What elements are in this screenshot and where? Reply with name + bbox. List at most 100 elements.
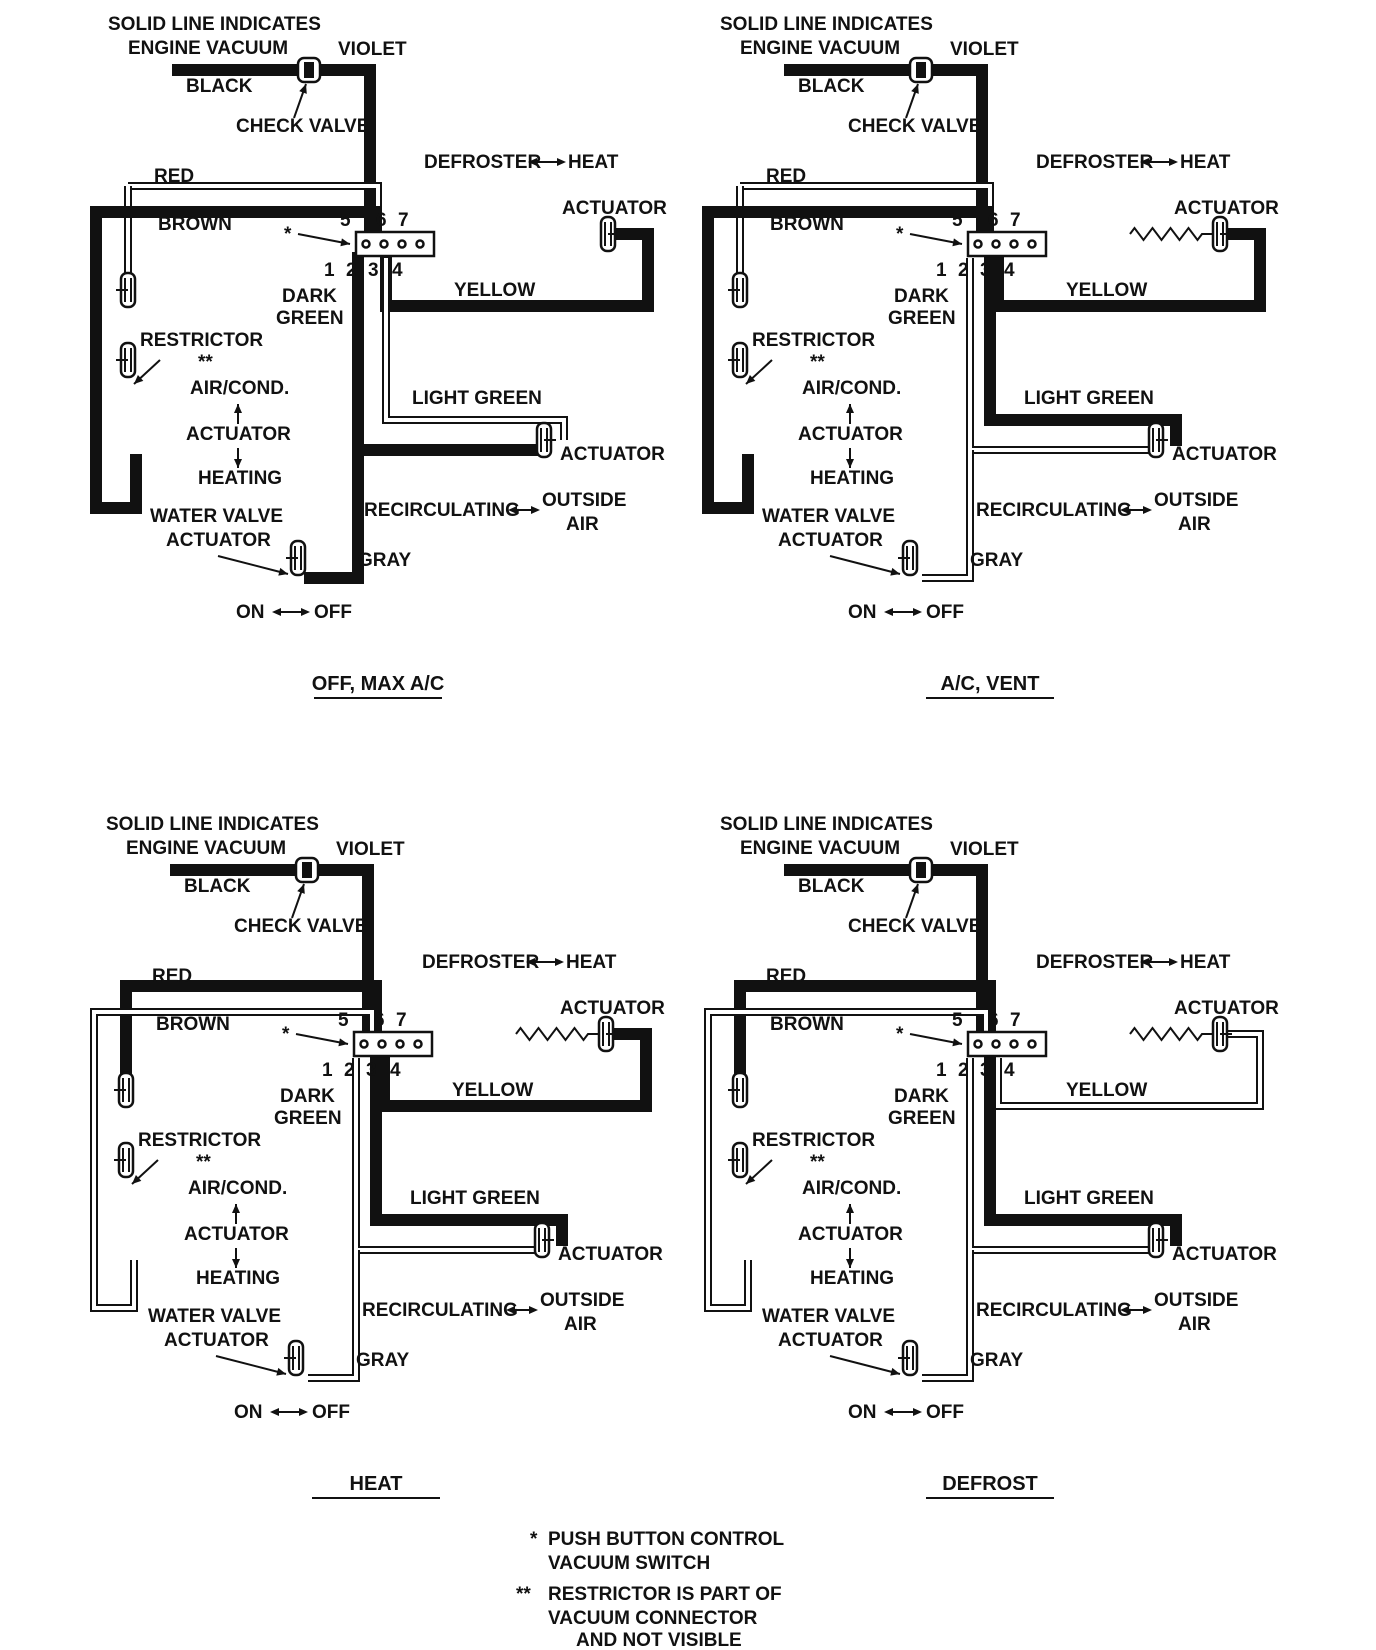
footnote-2-line-2: VACUUM CONNECTOR xyxy=(548,1608,758,1629)
red-label: RED xyxy=(766,166,806,187)
legend-line-1: SOLID LINE INDICATES xyxy=(720,814,933,835)
recirc-label: RECIRCULATING xyxy=(362,1300,518,1321)
violet-label: VIOLET xyxy=(950,839,1019,860)
light-green-line xyxy=(984,1052,1182,1246)
check-valve-label: CHECK VALVE xyxy=(848,916,981,937)
black-label: BLACK xyxy=(184,876,251,897)
heating-label: HEATING xyxy=(810,1268,894,1289)
legend-line-1: SOLID LINE INDICATES xyxy=(108,14,321,35)
gray-label: GRAY xyxy=(356,1350,409,1371)
outside-label-1: OUTSIDE xyxy=(1154,1290,1238,1311)
defroster-label: DEFROSTER xyxy=(422,952,539,973)
red-label: RED xyxy=(154,166,194,187)
restrictor-connector xyxy=(114,1071,135,1109)
vacuum-lines xyxy=(702,64,1266,582)
port-5: 5 xyxy=(952,210,963,231)
port-1: 1 xyxy=(322,1060,333,1081)
check-valve xyxy=(296,56,322,84)
air-cond-label: AIR/COND. xyxy=(190,378,289,399)
recirc-arrow xyxy=(1120,506,1152,514)
on-off-arrow xyxy=(884,1408,922,1416)
air-cond-arrow xyxy=(846,1204,854,1224)
restrictor-marker: ** xyxy=(810,1152,825,1173)
push-button-vacuum-switch xyxy=(352,1030,434,1058)
violet-label: VIOLET xyxy=(338,39,407,60)
light-green-line xyxy=(984,252,1182,446)
restrictor-label: RESTRICTOR xyxy=(140,330,263,351)
water-valve-label-2: ACTUATOR xyxy=(164,1330,269,1351)
dark-green-label-2: GREEN xyxy=(888,1108,956,1129)
air-cond-heating-actuator xyxy=(114,1141,135,1179)
switch-pointer xyxy=(297,233,351,247)
port-5: 5 xyxy=(340,210,351,231)
restrictor-label: RESTRICTOR xyxy=(752,330,875,351)
recirc-label: RECIRCULATING xyxy=(364,500,520,521)
heat-label: HEAT xyxy=(1180,152,1231,173)
footnote-1-line-1: PUSH BUTTON CONTROL xyxy=(548,1529,784,1550)
black-label: BLACK xyxy=(798,76,865,97)
water-valve-actuator xyxy=(898,539,919,577)
push-button-vacuum-switch xyxy=(354,230,436,258)
restrictor-label: RESTRICTOR xyxy=(752,1130,875,1151)
gray-line-lower xyxy=(922,450,974,582)
off-label: OFF xyxy=(312,1402,350,1423)
mode-caption: HEAT xyxy=(350,1473,403,1495)
actuator-mid-label: ACTUATOR xyxy=(184,1224,289,1245)
restrictor-connector xyxy=(116,271,137,309)
port-7: 7 xyxy=(1010,1010,1021,1031)
light-green-label: LIGHT GREEN xyxy=(410,1188,540,1209)
defroster-heat-actuator xyxy=(597,1015,618,1053)
check-valve xyxy=(908,56,934,84)
actuator-spring xyxy=(1129,1026,1214,1042)
brown-label: BROWN xyxy=(770,1014,844,1035)
footnote-2-marker: ** xyxy=(516,1584,531,1605)
restrictor-connector xyxy=(728,271,749,309)
gray-line-lower xyxy=(922,1250,974,1382)
defroster-heat-arrow xyxy=(1140,158,1178,166)
port-6: 6 xyxy=(374,1010,385,1031)
water-valve-pointer xyxy=(215,1355,287,1376)
on-off-arrow xyxy=(884,608,922,616)
outside-label-2: AIR xyxy=(1178,1314,1211,1335)
gray-label: GRAY xyxy=(970,1350,1023,1371)
actuator-mid-label: ACTUATOR xyxy=(798,1224,903,1245)
heating-arrow xyxy=(846,448,854,468)
actuator-top-label: ACTUATOR xyxy=(1174,198,1279,219)
mode-caption: OFF, MAX A/C xyxy=(312,673,445,695)
violet-line xyxy=(314,64,376,242)
port-3: 3 xyxy=(980,260,991,281)
legend-line-2: ENGINE VACUUM xyxy=(740,38,900,59)
on-label: ON xyxy=(236,602,265,623)
defroster-heat-arrow xyxy=(1140,958,1178,966)
defroster-heat-actuator xyxy=(1211,1015,1232,1053)
switch-pointer xyxy=(295,1033,349,1047)
restrictor-pointer xyxy=(133,359,161,385)
light-green-label: LIGHT GREEN xyxy=(1024,1188,1154,1209)
port-1: 1 xyxy=(936,1060,947,1081)
water-valve-label-2: ACTUATOR xyxy=(166,530,271,551)
outside-label-2: AIR xyxy=(566,514,599,535)
port-4: 4 xyxy=(1004,1060,1015,1081)
water-valve-actuator xyxy=(286,539,307,577)
gray-label: GRAY xyxy=(970,550,1023,571)
port-3: 3 xyxy=(366,1060,377,1081)
port-2: 2 xyxy=(958,1060,969,1081)
brown-label: BROWN xyxy=(156,1014,230,1035)
heating-arrow xyxy=(232,1248,240,1268)
check-valve-pointer xyxy=(293,83,307,119)
dark-green-label-1: DARK xyxy=(280,1086,335,1107)
yellow-label: YELLOW xyxy=(452,1080,533,1101)
air-cond-label: AIR/COND. xyxy=(802,1178,901,1199)
switch-marker: * xyxy=(284,224,292,245)
water-valve-pointer xyxy=(829,1355,901,1376)
mode-caption: A/C, VENT xyxy=(941,673,1040,695)
dark-green-label-2: GREEN xyxy=(274,1108,342,1129)
vacuum-lines xyxy=(704,864,1264,1382)
footnote-1-line-2: VACUUM SWITCH xyxy=(548,1553,710,1574)
port-4: 4 xyxy=(392,260,403,281)
dark-green-label-2: GREEN xyxy=(888,308,956,329)
port-2: 2 xyxy=(344,1060,355,1081)
yellow-label: YELLOW xyxy=(1066,1080,1147,1101)
light-green-line xyxy=(382,258,568,440)
